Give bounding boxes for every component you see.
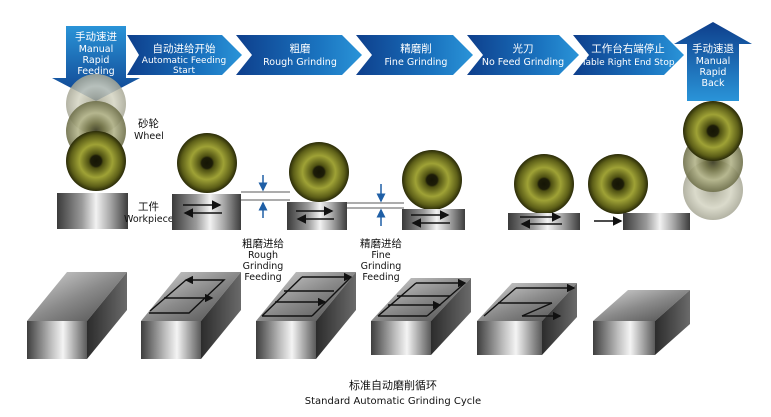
wheel-label-en: Wheel bbox=[134, 131, 164, 142]
step-7-en-line1: Manual bbox=[696, 56, 731, 67]
wheel-icon bbox=[177, 133, 237, 193]
grinding-path bbox=[521, 302, 553, 317]
caption-en: Standard Automatic Grinding Cycle bbox=[305, 396, 481, 407]
step-7-en-line3: Back bbox=[701, 78, 725, 89]
step-7-up-arrow: 手动速退 Manual Rapid Back bbox=[674, 22, 752, 101]
step-6-en-line1: Table Right End Stop bbox=[580, 58, 674, 68]
step-1-en-line1: Manual bbox=[79, 44, 114, 55]
wheel-label-cn: 砂轮 bbox=[138, 117, 159, 130]
block-2 bbox=[141, 272, 241, 359]
stage-1-wheels bbox=[66, 74, 126, 191]
wheel-icon bbox=[683, 101, 743, 161]
step-3-en-line1: Rough Grinding bbox=[263, 57, 337, 68]
grinding-path bbox=[311, 276, 352, 317]
step-3-cn: 粗磨 bbox=[290, 43, 311, 55]
rough-feed-label-en-2: Grinding bbox=[243, 261, 284, 272]
fine-feed-label-en-1: Fine bbox=[371, 250, 390, 261]
wheel-icon bbox=[289, 142, 349, 202]
step-2-en-line2: Start bbox=[173, 66, 195, 76]
fine-feed-label-en-3: Feeding bbox=[362, 272, 399, 283]
stage-7-wheels bbox=[683, 101, 743, 220]
workpiece-stage-4 bbox=[402, 209, 465, 230]
workpiece-stage-6 bbox=[623, 213, 690, 230]
step-5-en-line1: No Feed Grinding bbox=[482, 57, 564, 68]
wheel-icon bbox=[514, 154, 574, 214]
workpiece-label-en: Workpiece bbox=[124, 214, 174, 225]
grinding-path bbox=[483, 287, 517, 317]
grinding-path bbox=[377, 282, 417, 317]
grinding-path bbox=[426, 282, 466, 317]
step-4-chevron: 精磨削 Fine Grinding bbox=[356, 35, 473, 75]
step-4-cn: 精磨削 bbox=[400, 42, 432, 55]
step-1-en-line2: Rapid bbox=[83, 55, 110, 66]
step-5-cn: 光刀 bbox=[513, 42, 534, 55]
grinding-path bbox=[149, 279, 187, 312]
step-1-cn: 手动速进 bbox=[75, 30, 117, 43]
block-6 bbox=[593, 290, 690, 355]
step-5-chevron: 光刀 No Feed Grinding bbox=[467, 35, 579, 75]
wheel-icon bbox=[588, 154, 648, 214]
step-2-en-line1: Automatic Feeding bbox=[142, 56, 226, 66]
rough-feed-label-en-1: Rough bbox=[248, 250, 278, 261]
step-2-chevron: 自动进给开始 Automatic Feeding Start bbox=[127, 35, 242, 76]
block-5 bbox=[477, 283, 577, 355]
step-2-cn: 自动进给开始 bbox=[153, 42, 216, 55]
block-1 bbox=[27, 272, 127, 359]
workpiece-stage-3 bbox=[287, 202, 347, 230]
block-4 bbox=[371, 278, 471, 355]
step-6-cn: 工作台右端停止 bbox=[591, 42, 665, 55]
rough-feed-label-en-3: Feeding bbox=[244, 272, 281, 283]
workpiece-label-cn: 工件 bbox=[138, 201, 159, 213]
fine-feed-label-cn: 精磨进给 bbox=[360, 237, 402, 250]
step-7-en-line2: Rapid bbox=[700, 67, 727, 78]
step-7-cn: 手动速退 bbox=[692, 42, 734, 55]
workpiece-stage-5 bbox=[508, 213, 580, 230]
rough-feed-label-cn: 粗磨进给 bbox=[242, 237, 284, 250]
wheel-icon bbox=[66, 131, 126, 191]
step-4-en-line1: Fine Grinding bbox=[385, 57, 448, 68]
step-6-chevron: 工作台右端停止 Table Right End Stop bbox=[573, 35, 684, 75]
grinding-path bbox=[261, 276, 303, 317]
step-1-down-arrow: 手动速进 Manual Rapid Feeding bbox=[52, 26, 140, 101]
step-1-en-line3: Feeding bbox=[77, 66, 114, 77]
block-3 bbox=[256, 272, 356, 359]
workpiece-stage-1 bbox=[57, 193, 128, 229]
fine-feed-label-en-2: Grinding bbox=[361, 261, 402, 272]
wheel-icon bbox=[402, 150, 462, 210]
caption-cn: 标准自动磨削循环 bbox=[349, 378, 437, 392]
step-3-chevron: 粗磨 Rough Grinding bbox=[236, 35, 362, 75]
workpiece-stage-2 bbox=[172, 194, 241, 230]
